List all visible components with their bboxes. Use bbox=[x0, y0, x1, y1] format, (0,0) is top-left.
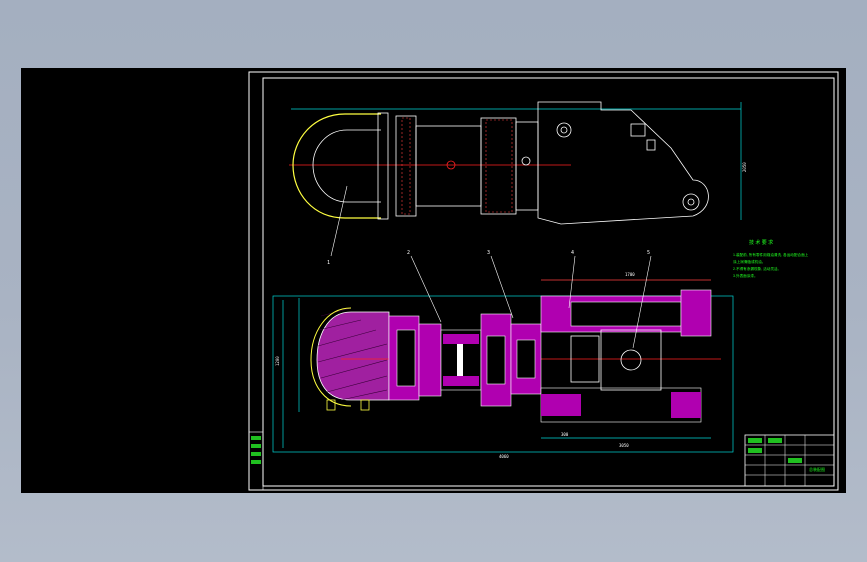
note-line-4: 3.外表面涂漆。 bbox=[733, 273, 758, 278]
sheet-outer-frame bbox=[248, 71, 839, 491]
flange-left bbox=[395, 115, 417, 217]
notes-title: 技 术 要 求 bbox=[749, 239, 773, 246]
dimension-side-left: 1200 bbox=[275, 356, 280, 366]
balloon-2: 2 bbox=[407, 250, 410, 256]
cad-drawing-viewport[interactable]: 1 bbox=[21, 68, 846, 493]
dimension-right-top: 1700 bbox=[625, 272, 635, 277]
revision-block bbox=[248, 431, 264, 491]
note-line-2: 涂上润滑脂或机油。 bbox=[733, 259, 765, 264]
section-view: 2 3 4 5 bbox=[272, 250, 734, 453]
balloon-1: 1 bbox=[327, 260, 330, 266]
technical-notes: 技 术 要 求 1.装配前, 所有零件用煤油清洗, 各运动配合面上 涂上润滑脂或… bbox=[733, 239, 809, 278]
housing bbox=[537, 101, 709, 225]
balloon-5: 5 bbox=[647, 250, 650, 256]
barrel bbox=[415, 125, 482, 207]
note-line-1: 1.装配前, 所有零件用煤油清洗, 各运动配合面上 bbox=[733, 252, 809, 257]
title-block: 总装配图 bbox=[744, 434, 835, 487]
note-line-3: 2.不得有渗漏现象, 活动灵活。 bbox=[733, 266, 781, 271]
sheet-inner-frame bbox=[262, 77, 835, 487]
dimension-bottom-total: 4060 bbox=[499, 454, 509, 459]
dimension-right-small: 300 bbox=[561, 432, 569, 437]
balloon-3: 3 bbox=[487, 250, 490, 256]
title-block-title: 总装配图 bbox=[809, 466, 825, 472]
dimension-bottom-mid: 3050 bbox=[619, 443, 629, 448]
top-view: 1 bbox=[289, 101, 742, 266]
dimension-top-right: 2050 bbox=[742, 162, 747, 172]
cad-drawing: 1 bbox=[248, 71, 839, 491]
balloon-4: 4 bbox=[571, 250, 574, 256]
hook-outline bbox=[292, 113, 381, 219]
hook-section bbox=[316, 311, 390, 401]
